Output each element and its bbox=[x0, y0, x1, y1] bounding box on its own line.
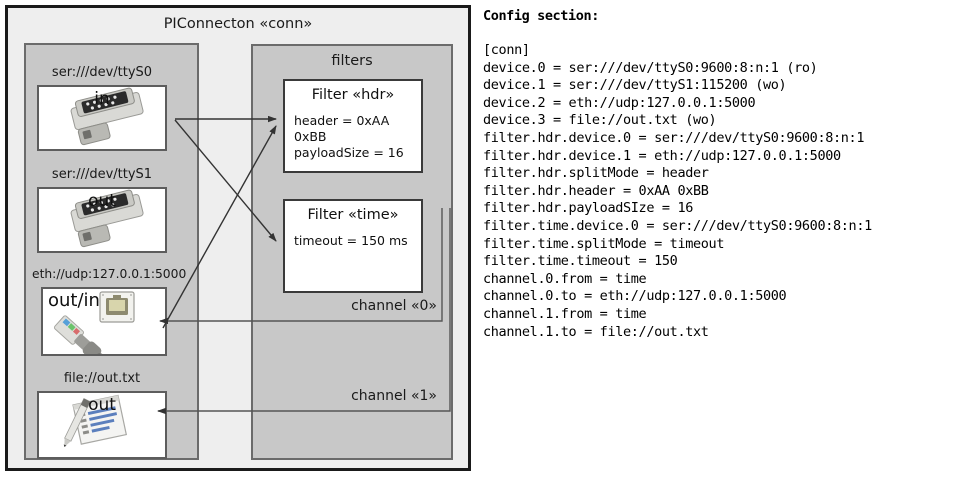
device-card[interactable]: out/in bbox=[41, 287, 167, 356]
filter-attributes: header = 0xAA 0xBB payloadSize = 16 bbox=[294, 113, 421, 161]
serial-port-icon bbox=[39, 87, 165, 149]
filter-attribute: payloadSize = 16 bbox=[294, 145, 404, 160]
device-caption: ser:///dev/ttyS1 bbox=[51, 167, 153, 182]
device-node-file-out[interactable]: file://out.txt out bbox=[37, 371, 167, 461]
filter-attribute: timeout = 150 ms bbox=[294, 233, 408, 248]
filter-attributes: timeout = 150 ms bbox=[294, 233, 408, 249]
text-document-icon bbox=[39, 393, 165, 457]
channel-label-1: channel «1» bbox=[351, 388, 437, 404]
filter-box-time[interactable]: Filter «time» timeout = 150 ms bbox=[283, 199, 423, 293]
ethernet-jack-icon bbox=[43, 289, 165, 354]
device-card[interactable]: out bbox=[37, 391, 167, 459]
filter-box-hdr[interactable]: Filter «hdr» header = 0xAA 0xBB payloadS… bbox=[283, 79, 423, 173]
serial-port-icon bbox=[39, 189, 165, 251]
devices-group-panel: ser:///dev/ttyS0 in bbox=[24, 43, 199, 460]
config-heading: Config section: bbox=[483, 8, 599, 24]
device-caption: eth://udp:127.0.0.1:5000 bbox=[32, 267, 187, 281]
connection-diagram-frame: PIConnecton «conn» ser:///dev/ttyS0 in bbox=[5, 5, 471, 471]
channel-label-0: channel «0» bbox=[351, 298, 437, 314]
device-caption: ser:///dev/ttyS0 bbox=[51, 65, 153, 80]
device-node-ser-ttyS0[interactable]: ser:///dev/ttyS0 in bbox=[37, 65, 167, 151]
filter-attribute: header = 0xAA 0xBB bbox=[294, 113, 390, 144]
filters-group-panel: filters Filter «hdr» header = 0xAA 0xBB … bbox=[251, 44, 453, 460]
device-caption: file://out.txt bbox=[63, 371, 141, 386]
filter-title: Filter «hdr» bbox=[311, 87, 395, 103]
config-section-column: Config section: [conn] device.0 = ser://… bbox=[483, 0, 964, 484]
filters-group-title: filters bbox=[331, 53, 373, 69]
device-node-ser-ttyS1[interactable]: ser:///dev/ttyS1 out bbox=[37, 167, 167, 253]
device-node-eth-udp[interactable]: eth://udp:127.0.0.1:5000 out/in bbox=[32, 267, 187, 357]
diagram-title: PIConnecton «conn» bbox=[163, 16, 313, 32]
filter-title: Filter «time» bbox=[307, 207, 399, 223]
config-text-block: [conn] device.0 = ser:///dev/ttyS0:9600:… bbox=[483, 42, 872, 340]
device-card[interactable]: out bbox=[37, 187, 167, 253]
device-card[interactable]: in bbox=[37, 85, 167, 151]
